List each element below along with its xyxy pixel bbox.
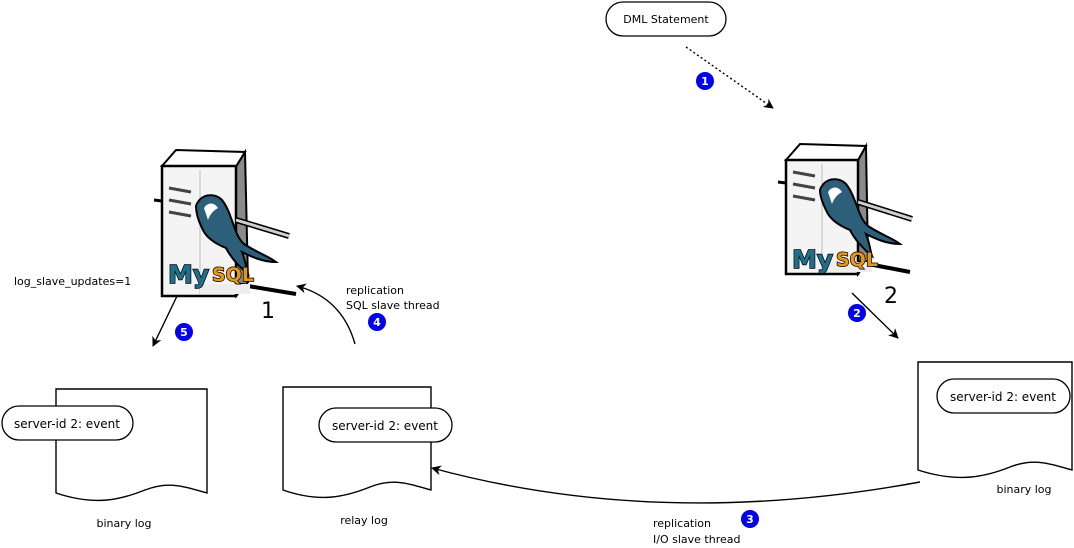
slave-binary-log-caption: binary log — [96, 517, 151, 530]
sql-thread-label-line2: SQL slave thread — [346, 299, 440, 312]
master-server: My SQL 2 — [777, 142, 913, 309]
svg-text:5: 5 — [180, 326, 188, 339]
slave-server-number: 1 — [261, 299, 275, 324]
svg-text:SQL: SQL — [212, 264, 254, 286]
io-thread-label-line1: replication — [653, 517, 711, 530]
arrow-sql-thread — [296, 283, 356, 345]
master-binary-log-caption: binary log — [996, 483, 1051, 496]
mysql-logo: My SQL — [167, 259, 254, 289]
mysql-dolphin-icon — [818, 178, 904, 259]
event-pill — [936, 378, 1071, 414]
arrow-io-thread — [431, 465, 921, 504]
mysql-dolphin-icon — [194, 194, 280, 277]
step-badge-4: 4 — [368, 313, 386, 331]
master-binary-log: server-id 2: event binary log — [917, 361, 1073, 496]
step-badge-1: 1 — [696, 72, 714, 90]
relay-log-caption: relay log — [340, 514, 388, 527]
dml-statement-label: DML Statement — [623, 13, 709, 26]
svg-text:3: 3 — [746, 513, 754, 526]
dml-statement-node: DML Statement — [605, 1, 727, 37]
relay-log: server-id 2: event relay log — [282, 386, 453, 527]
slave-server: My SQL 1 log_slave_updates=1 — [14, 148, 297, 324]
step-badge-3: 3 — [741, 510, 759, 528]
sql-thread-label-line1: replication — [346, 284, 404, 297]
event-pill — [318, 407, 453, 443]
event-pill — [1, 405, 134, 441]
event-label: server-id 2: event — [950, 390, 1056, 404]
arrow-master-to-binlog — [851, 292, 899, 339]
svg-text:1: 1 — [701, 75, 709, 88]
master-server-number: 2 — [884, 284, 898, 309]
svg-text:SQL: SQL — [836, 249, 878, 271]
svg-text:My: My — [168, 260, 209, 289]
svg-text:My: My — [792, 245, 833, 274]
arrow-slave-to-binlog — [152, 293, 179, 347]
svg-text:2: 2 — [853, 307, 861, 320]
log-slave-updates-label: log_slave_updates=1 — [14, 275, 131, 288]
event-label: server-id 2: event — [332, 419, 438, 433]
mysql-logo: My SQL — [791, 244, 878, 274]
event-label: server-id 2: event — [14, 417, 120, 431]
slave-binary-log: server-id 2: event binary log — [1, 388, 208, 530]
svg-text:4: 4 — [373, 316, 381, 329]
step-badge-5: 5 — [175, 323, 193, 341]
step-badge-2: 2 — [848, 304, 866, 322]
io-thread-label-line2: I/O slave thread — [653, 533, 740, 546]
